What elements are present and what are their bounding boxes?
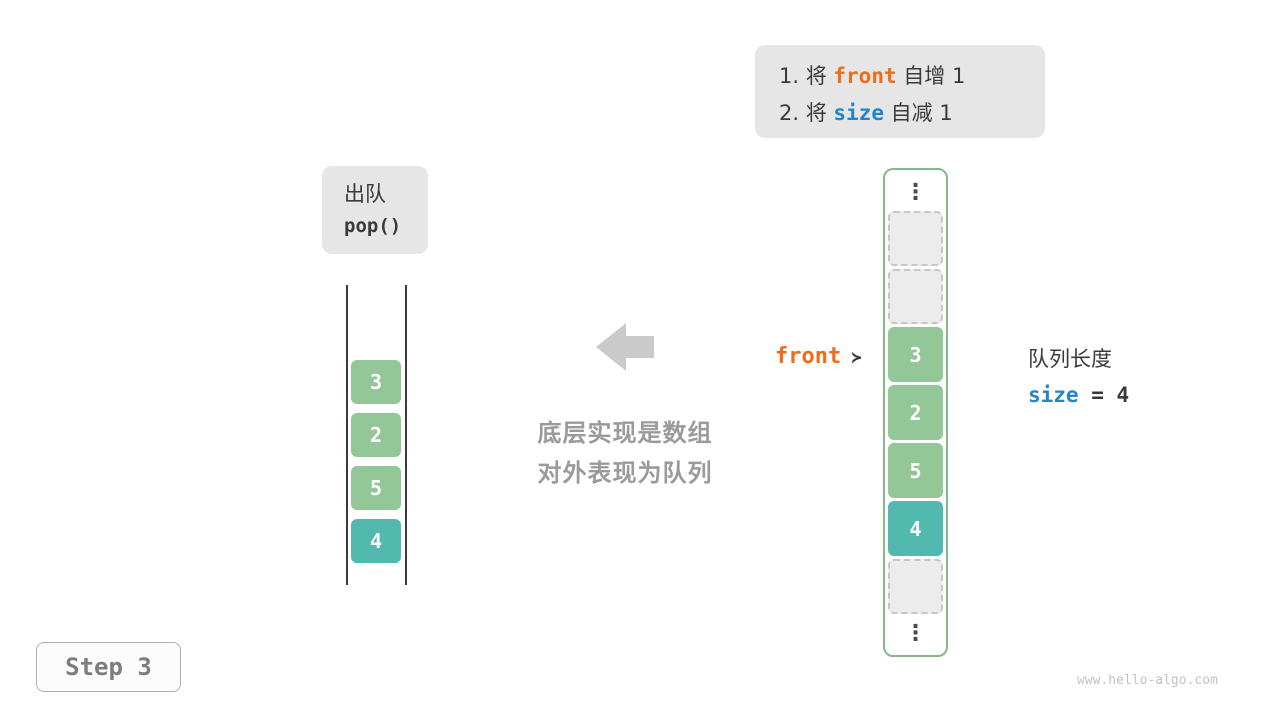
queue-length-label: 队列长度 xyxy=(1028,347,1112,371)
instruction1-code-front: front xyxy=(833,64,897,88)
array-cell-empty xyxy=(888,559,943,614)
queue-length-info: 队列长度 size = 4 xyxy=(1028,341,1129,413)
operation-code: pop() xyxy=(344,215,402,237)
left-arrow-icon xyxy=(596,323,654,371)
array-cell-front: 3 xyxy=(888,327,943,382)
array-cell: 5 xyxy=(888,443,943,498)
center-caption-line1: 底层实现是数组 xyxy=(537,419,713,447)
queue-cell: 3 xyxy=(351,360,401,404)
instruction2-suffix: 自减 1 xyxy=(883,101,953,125)
step-badge: Step 3 xyxy=(36,642,181,692)
queue-cell: 4 xyxy=(351,519,401,563)
ellipsis-top-icon: ⋮ xyxy=(904,179,927,205)
queue-container-left-line xyxy=(346,285,348,585)
operation-box: 出队 pop() xyxy=(322,166,428,254)
left-arrow-tail xyxy=(626,336,654,358)
array-box: ⋮ 3 2 5 4 ⋮ xyxy=(883,168,948,657)
ellipsis-bottom-icon: ⋮ xyxy=(904,620,927,646)
instruction-line-1: 1. 将 front 自增 1 xyxy=(779,58,1025,95)
front-pointer-arrow-icon: ≻ xyxy=(841,348,862,368)
instruction2-code-size: size xyxy=(833,101,884,125)
instruction-box: 1. 将 front 自增 1 2. 将 size 自减 1 xyxy=(755,45,1045,138)
operation-label: 出队 xyxy=(344,182,386,206)
queue-container-right-line xyxy=(405,285,407,585)
instruction1-prefix: 1. 将 xyxy=(779,64,834,88)
left-arrow-head xyxy=(596,323,626,371)
instruction1-suffix: 自增 1 xyxy=(896,64,966,88)
queue-size-var: size xyxy=(1028,383,1079,407)
queue-size-line: size = 4 xyxy=(1028,377,1129,413)
array-cell: 4 xyxy=(888,501,943,556)
instruction2-prefix: 2. 将 xyxy=(779,101,834,125)
center-caption-line2: 对外表现为队列 xyxy=(537,459,713,487)
array-cell-empty xyxy=(888,269,943,324)
front-pointer: front ≻ xyxy=(775,344,862,369)
queue-size-value: = 4 xyxy=(1078,383,1130,407)
center-caption: 底层实现是数组 对外表现为队列 xyxy=(495,413,755,493)
array-cell-empty xyxy=(888,211,943,266)
instruction-line-2: 2. 将 size 自减 1 xyxy=(779,95,1025,132)
front-pointer-label: front xyxy=(775,344,842,369)
watermark: www.hello-algo.com xyxy=(1077,673,1218,688)
step-badge-label: Step 3 xyxy=(65,653,152,681)
array-cell: 2 xyxy=(888,385,943,440)
queue-cell: 2 xyxy=(351,413,401,457)
queue-cell: 5 xyxy=(351,466,401,510)
